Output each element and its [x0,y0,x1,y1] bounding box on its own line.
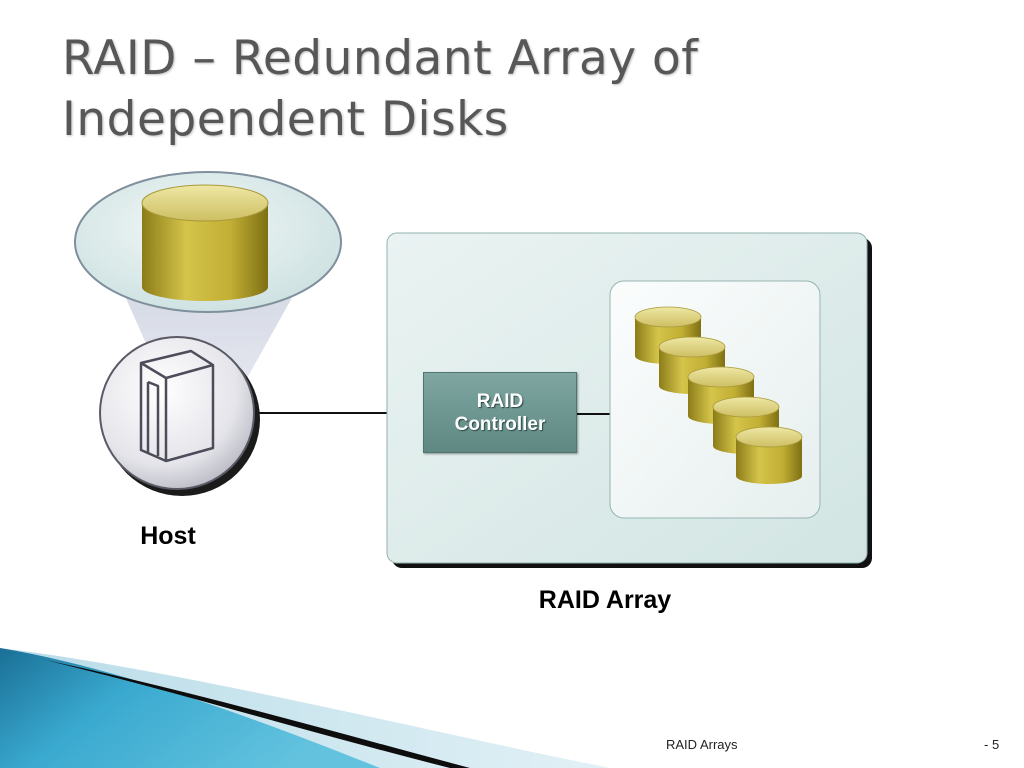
disk-stack [634,306,803,484]
raid-controller: RAID Controller [423,372,577,453]
title-line-1: RAID – Redundant Array of [62,31,699,86]
page-number: - 5 [984,737,1000,752]
footer-swoosh [0,648,610,768]
large-disk-icon [141,184,269,301]
footer-title: RAID Arrays [666,737,738,752]
server-tower-icon [139,349,215,463]
disk-5-icon [735,426,803,484]
title-line-2: Independent Disks [62,92,509,147]
controller-label-line-2: Controller [454,413,546,435]
host-server [99,336,260,496]
magnified-disk-bubble [74,171,342,313]
host-label: Host [140,522,196,550]
raid-array-label: RAID Array [538,586,672,614]
slide-title: RAID – Redundant Array of Independent Di… [62,28,962,150]
controller-label-line-1: RAID [476,390,524,412]
